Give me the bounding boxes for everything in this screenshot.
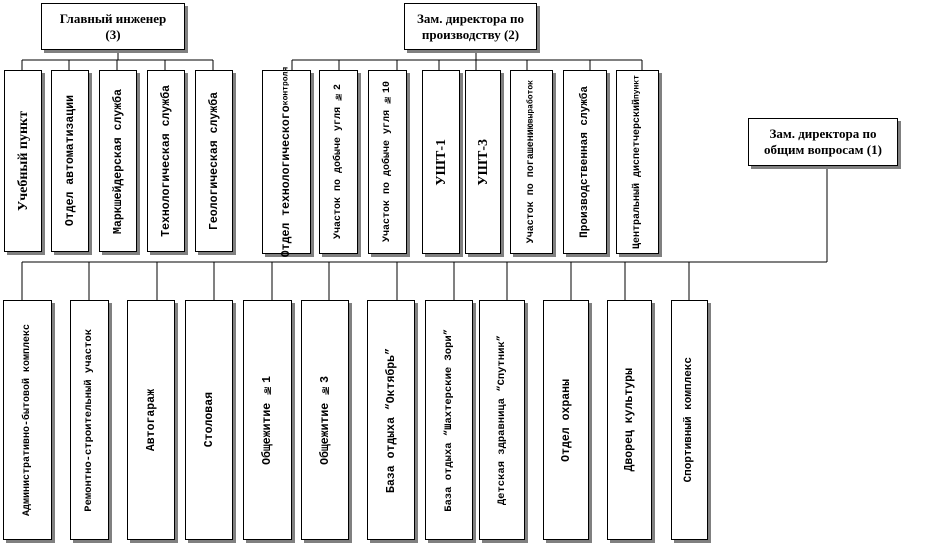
unit-box: База отдыха “Шахтерские Зори” xyxy=(425,300,473,540)
unit-box: Автогараж xyxy=(127,300,175,540)
unit-label: Столовая xyxy=(202,392,216,448)
head-title-cont: производству (2) xyxy=(421,26,520,42)
unit-label: УШТ-1 xyxy=(433,138,449,186)
unit-label: Производственная служба xyxy=(578,86,591,238)
chief-engineer-box: Главный инженер (3) xyxy=(41,3,185,50)
unit-label: Технологическая служба xyxy=(159,85,173,237)
unit-box: Административно-бытовой комплекс xyxy=(3,300,52,540)
head-title: Зам. директора по xyxy=(417,10,524,26)
unit-box: Детская здравница “Спутник” xyxy=(479,300,525,540)
unit-label: Детская здравница “Спутник” xyxy=(495,334,508,506)
unit-label: Общежитие №1 xyxy=(261,375,274,465)
unit-label: Отдел технологического xyxy=(280,105,293,258)
unit-label: Дворец культуры xyxy=(623,368,636,472)
unit-box: Ремонтно-строительный участок xyxy=(70,300,109,540)
unit-label: Отдел охраны xyxy=(559,378,573,462)
unit-box: УШТ-3 xyxy=(465,70,501,254)
unit-label: База отдыха “Шахтерские Зори” xyxy=(442,328,455,512)
unit-box: УШТ-1 xyxy=(422,70,460,254)
head-title: Зам. директора по xyxy=(769,126,877,141)
unit-label: Участок по добыче угля №10 xyxy=(382,81,393,243)
unit-box: Производственная служба xyxy=(563,70,607,254)
unit-label: Спортивный комплекс xyxy=(683,357,695,483)
unit-label: Административно-бытовой комплекс xyxy=(22,323,33,517)
unit-label: Центральный диспетчерский xyxy=(632,98,643,250)
unit-box: Учебный пункт xyxy=(4,70,42,252)
unit-box: Общежитие №1 xyxy=(243,300,292,540)
unit-label: Автогараж xyxy=(144,388,158,452)
unit-label-cont: выработок xyxy=(526,80,536,124)
unit-label-cont: контроля xyxy=(281,66,291,106)
deputy-general-box: Зам. директора по общим вопросам (1) xyxy=(748,118,898,166)
head-count: (3) xyxy=(105,26,121,42)
unit-box: Столовая xyxy=(185,300,233,540)
unit-box: Дворец культуры xyxy=(607,300,652,540)
unit-label: База отдыха “Октябрь” xyxy=(384,347,398,493)
unit-label: Общежитие №3 xyxy=(318,375,332,465)
unit-label: Участок по добыче угля №2 xyxy=(333,84,344,240)
unit-label: Геологическая служба xyxy=(207,91,221,231)
unit-label: Отдел автоматизации xyxy=(63,95,77,227)
unit-box: Участок по добыче угля №2 xyxy=(319,70,358,254)
head-title-cont: общим вопросам (1) xyxy=(764,142,882,157)
unit-box: Участок по добыче угля №10 xyxy=(368,70,407,254)
unit-box: Отдел автоматизации xyxy=(51,70,89,252)
unit-box: Маркшейдерская служба xyxy=(99,70,137,252)
unit-label: Маркшейдерская служба xyxy=(111,88,125,234)
head-title: Главный инженер xyxy=(59,10,167,26)
unit-box: Геологическая служба xyxy=(195,70,233,252)
unit-box: Технологическая служба xyxy=(147,70,185,252)
unit-label: УШТ-3 xyxy=(475,138,491,186)
unit-box: Спортивный комплекс xyxy=(671,300,708,540)
unit-box: База отдыха “Октябрь” xyxy=(367,300,415,540)
unit-box: Общежитие №3 xyxy=(301,300,349,540)
unit-label: Ремонтно-строительный участок xyxy=(83,328,95,512)
unit-label-cont: пункт xyxy=(632,74,642,99)
deputy-production-box: Зам. директора по производству (2) xyxy=(404,3,537,50)
unit-label: Участок по погашению xyxy=(526,123,537,244)
unit-box: Отдел охраны xyxy=(543,300,589,540)
unit-label: Учебный пункт xyxy=(15,110,31,212)
